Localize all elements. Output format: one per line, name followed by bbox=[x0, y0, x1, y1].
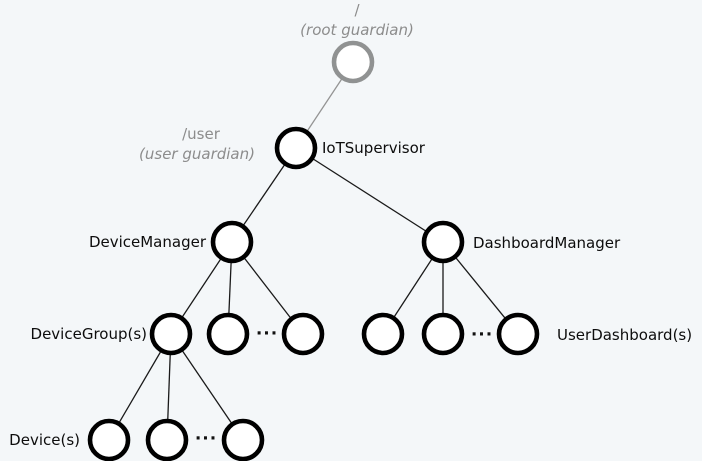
node-root-guardian bbox=[331, 40, 375, 84]
label-root-path: / bbox=[354, 1, 360, 19]
node-devicemanager bbox=[210, 220, 254, 264]
label-user-path: /user bbox=[182, 125, 221, 143]
node-dashboardmanager bbox=[421, 220, 465, 264]
node-iotsupervisor bbox=[274, 126, 318, 170]
label-root-role: (root guardian) bbox=[300, 21, 414, 39]
node-devicegroup-2 bbox=[206, 312, 250, 356]
label-iotsupervisor: IoTSupervisor bbox=[322, 139, 426, 157]
actor-edges bbox=[108, 147, 519, 441]
node-device-1 bbox=[87, 418, 131, 461]
node-devicegroup-n bbox=[281, 312, 325, 356]
node-userdashboard-1 bbox=[361, 312, 405, 356]
actor-nodes bbox=[87, 126, 540, 461]
node-device-n bbox=[221, 418, 265, 461]
label-user-role: (user guardian) bbox=[139, 145, 255, 163]
label-devicemanager: DeviceManager bbox=[89, 233, 207, 251]
node-devicegroup bbox=[149, 312, 193, 356]
label-devices: Device(s) bbox=[9, 431, 80, 449]
ellipsis-dashboards: ··· bbox=[471, 325, 493, 345]
label-dashboardmanager: DashboardManager bbox=[473, 234, 621, 252]
label-devicegroups: DeviceGroup(s) bbox=[31, 325, 147, 343]
ellipsis-devicegroups: ··· bbox=[256, 324, 278, 344]
ellipsis-devices: ··· bbox=[195, 429, 217, 449]
node-userdashboard-2 bbox=[421, 312, 465, 356]
node-userdashboard-n bbox=[496, 312, 540, 356]
edge-iotsupervisor-to-dashboardmanager bbox=[295, 147, 444, 243]
edge-devicegroup-to-device-3 bbox=[170, 333, 244, 441]
label-userdashboards: UserDashboard(s) bbox=[557, 326, 692, 344]
node-device-2 bbox=[145, 418, 189, 461]
